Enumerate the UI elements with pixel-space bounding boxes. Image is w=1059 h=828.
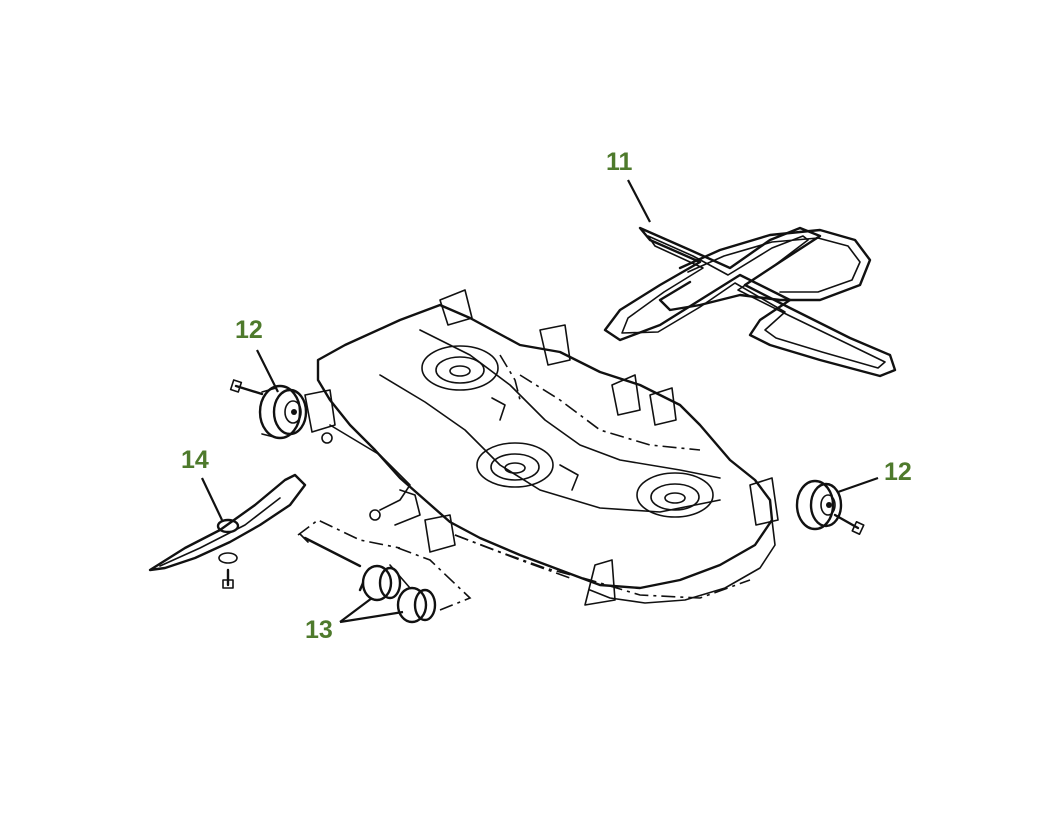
callout-13-rollers: 13 — [305, 616, 333, 644]
callout-14-blade: 14 — [181, 446, 209, 474]
spindle-center — [476, 442, 554, 488]
mower-blade — [148, 473, 307, 589]
anti-scalp-rollers — [297, 519, 472, 624]
callout-12-right-wheel: 12 — [884, 458, 912, 486]
v-belt — [603, 226, 897, 378]
spindle-left — [421, 345, 499, 391]
callout-12-left-wheel: 12 — [235, 316, 263, 344]
leader-lines — [201, 179, 879, 624]
gauge-wheel-left-part — [229, 379, 308, 440]
callout-11-belt: 11 — [606, 148, 633, 176]
mower-deck — [304, 289, 779, 606]
spindle-right — [636, 472, 714, 518]
gauge-wheel-right-part — [795, 479, 865, 536]
